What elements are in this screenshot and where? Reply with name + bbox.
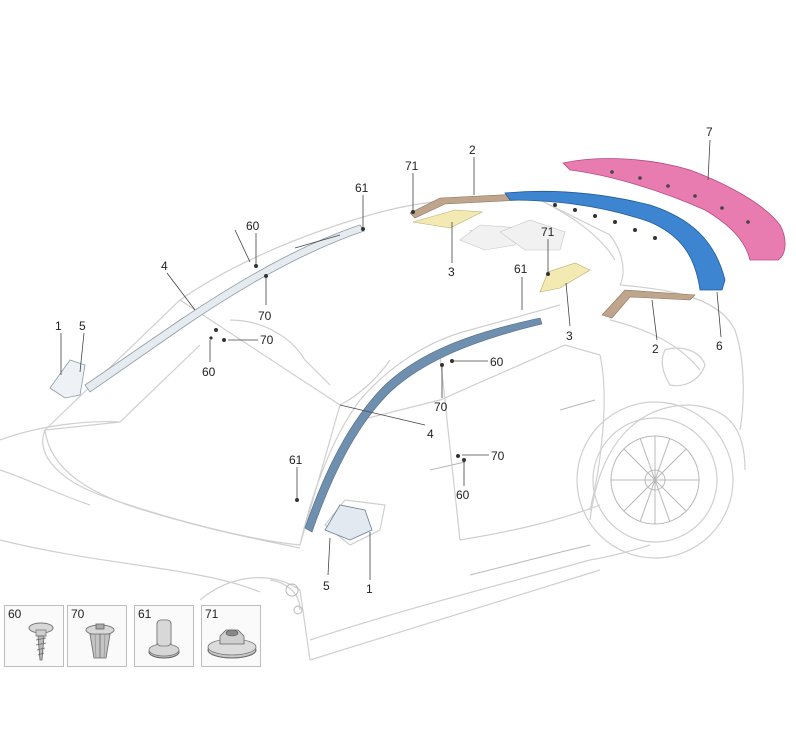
callout-5-mirror: 5 <box>323 579 330 593</box>
front-bracket-left <box>49 359 86 399</box>
callout-71-roof: 71 <box>405 159 419 173</box>
yellow-pad-front <box>412 209 484 229</box>
nut-washer-icon <box>207 629 257 659</box>
callout-1-mirror: 1 <box>366 582 373 596</box>
car-body-outline <box>0 197 746 661</box>
callout-1-front: 1 <box>55 319 62 333</box>
callout-4-front: 4 <box>161 259 168 273</box>
callout-70-roof-2: 70 <box>260 333 274 347</box>
callout-7-spoiler: 7 <box>706 125 713 139</box>
callout-61-rear: 61 <box>514 262 528 276</box>
callout-6: 6 <box>716 339 723 353</box>
front-bracket-right <box>324 504 373 541</box>
legend-item-71: 71 <box>201 605 261 667</box>
yellow-pad-rear <box>539 262 591 293</box>
legend-label: 71 <box>205 607 219 621</box>
callout-2-roof: 2 <box>469 143 476 157</box>
legend-item-60: 60 <box>4 605 64 667</box>
trim-parts <box>49 158 786 541</box>
callout-60-side: 60 <box>490 355 504 369</box>
a-pillar-trim <box>304 317 543 533</box>
roof-module-rear <box>499 219 566 251</box>
screw-icon <box>28 622 54 661</box>
fastener-markers <box>209 210 550 502</box>
expanding-clip-icon <box>85 623 115 659</box>
rear-spoiler <box>562 158 786 261</box>
callout-61-roof: 61 <box>355 181 369 195</box>
rear-brace-right <box>601 289 696 319</box>
leader-lines <box>60 139 722 580</box>
callout-70-roof: 70 <box>258 309 272 323</box>
callout-61-pillar: 61 <box>289 453 303 467</box>
callout-70-door: 70 <box>491 449 505 463</box>
stud-icon <box>148 619 180 659</box>
legend-item-61: 61 <box>134 605 194 667</box>
callout-3-rear: 3 <box>566 329 573 343</box>
legend-label: 60 <box>8 607 22 621</box>
legend-label: 70 <box>71 607 85 621</box>
callout-5-front: 5 <box>79 319 86 333</box>
callout-60-door: 60 <box>456 488 470 502</box>
windshield-trim-strip <box>84 224 365 393</box>
blue-roof-trim <box>504 190 726 291</box>
callout-71-rear: 71 <box>541 225 555 239</box>
callout-70-side: 70 <box>434 400 448 414</box>
legend-item-70: 70 <box>67 605 127 667</box>
callout-4-side: 4 <box>427 427 434 441</box>
callouts: 1 5 4 60 70 70 60 61 71 2 3 7 71 61 3 2 … <box>55 125 723 596</box>
legend-label: 61 <box>138 607 152 621</box>
callout-2-rear: 2 <box>652 342 659 356</box>
callout-3-roof: 3 <box>448 265 455 279</box>
callout-60-roof: 60 <box>246 219 260 233</box>
callout-60-roof-2: 60 <box>202 365 216 379</box>
